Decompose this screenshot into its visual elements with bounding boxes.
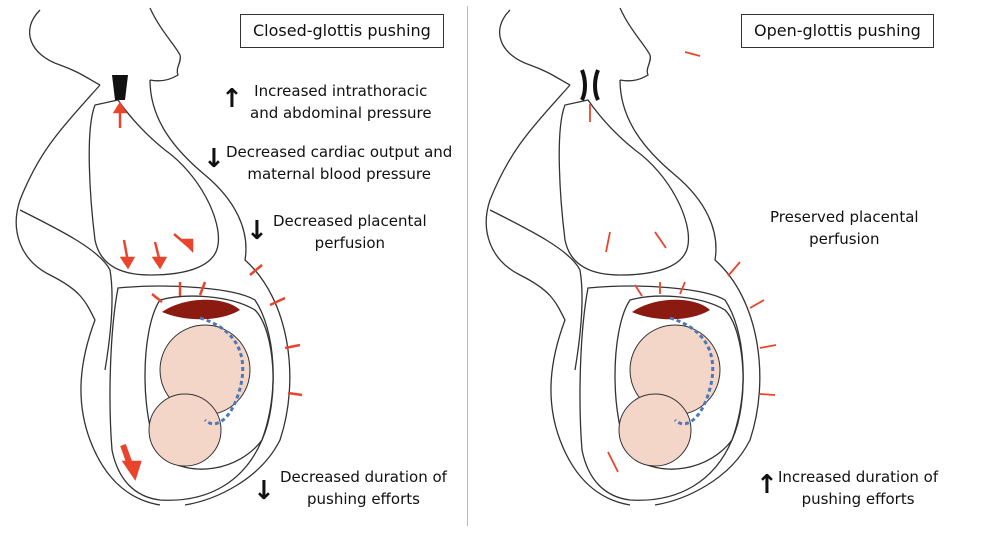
arm-outline — [19, 209, 113, 371]
open-glottis-title: Open-glottis pushing — [741, 14, 934, 48]
closed-glottis — [112, 75, 128, 100]
pressure-arrows — [112, 101, 303, 481]
placenta — [162, 299, 240, 320]
annotation-intrathoracic-pressure: Increased intrathoracic and abdominal pr… — [250, 82, 432, 122]
annotation-pushing-duration: Decreased duration of pushing efforts — [280, 468, 447, 508]
thorax-cavity — [88, 99, 220, 276]
annotation-preserved-perfusion: Preserved placental perfusion — [770, 208, 919, 248]
open-glottis-left — [580, 69, 587, 101]
annotation-pushing-duration: Increased duration of pushing efforts — [778, 468, 939, 508]
panel-divider — [467, 6, 468, 526]
pressure-arrows — [589, 51, 777, 473]
up-arrow-icon: ↑ — [221, 84, 243, 114]
up-arrow-icon: ↑ — [756, 470, 778, 500]
umbilical-cord — [199, 316, 245, 426]
face-profile — [619, 7, 652, 82]
down-arrow-icon: ↓ — [246, 216, 268, 246]
fetus — [148, 324, 251, 467]
arm-outline — [489, 209, 583, 371]
closed-glottis-title: Closed-glottis pushing — [240, 14, 444, 48]
front-outline — [619, 79, 761, 506]
down-arrow-icon: ↓ — [203, 144, 225, 174]
front-outline — [149, 79, 291, 506]
annotation-cardiac-output: Decreased cardiac output and maternal bl… — [226, 143, 453, 183]
open-glottis-right — [593, 69, 600, 101]
closed-glottis-illustration — [15, 7, 303, 506]
fetus — [618, 324, 721, 467]
face-profile — [149, 7, 182, 82]
placenta — [632, 299, 710, 320]
back-outline — [485, 84, 631, 506]
back-outline — [15, 84, 161, 506]
closed-glottis-panel: Closed-glottis pushing ↑ Increased intra… — [0, 0, 468, 558]
open-glottis-illustration — [485, 7, 777, 506]
umbilical-cord — [669, 316, 715, 426]
uterus — [144, 295, 274, 470]
head-outline — [499, 9, 571, 86]
thorax-cavity — [558, 99, 690, 276]
head-outline — [29, 9, 101, 86]
abdomen-cavity — [109, 285, 274, 501]
open-glottis-panel: Open-glottis pushing Preserved placental… — [470, 0, 938, 558]
down-arrow-icon: ↓ — [253, 476, 275, 506]
abdomen-cavity — [579, 285, 744, 501]
uterus — [614, 295, 744, 470]
annotation-placental-perfusion: Decreased placental perfusion — [273, 212, 427, 252]
